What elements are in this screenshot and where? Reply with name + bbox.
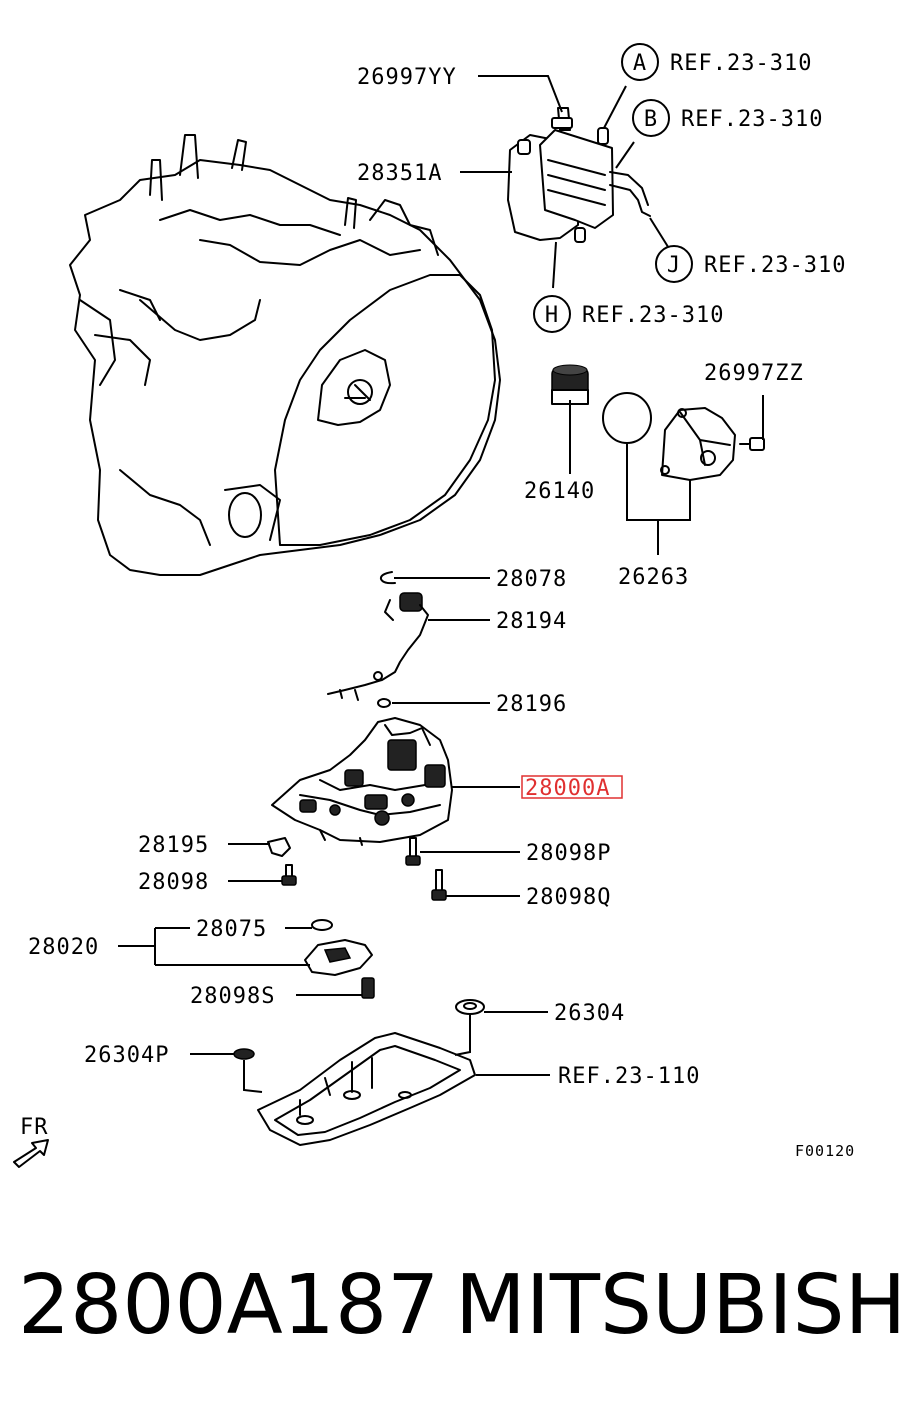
label-28098: 28098	[138, 870, 209, 895]
brand-caption: MITSUBISHI	[455, 1258, 909, 1353]
clip-28078	[379, 571, 396, 585]
label-28351a: 28351A	[357, 161, 442, 186]
label-26304p: 26304P	[84, 1043, 169, 1068]
ref-b-text: REF.23-310	[681, 107, 823, 132]
label-28098q: 28098Q	[526, 885, 611, 910]
bolt-26997zz	[739, 437, 765, 451]
drain-washer-26304	[455, 999, 485, 1015]
ref-j: J REF.23-310	[655, 245, 846, 283]
label-28098p: 28098P	[526, 841, 611, 866]
label-28020: 28020	[28, 935, 99, 960]
ref-b-letter: B	[644, 107, 658, 132]
valve-body-28000a	[271, 717, 453, 846]
harness-28194	[327, 592, 429, 701]
label-26140: 26140	[524, 479, 595, 504]
label-26304: 26304	[554, 1001, 625, 1026]
o-ring-28075	[311, 919, 333, 931]
label-28194: 28194	[496, 609, 567, 634]
filter-housing	[660, 407, 736, 481]
label-28000a: 28000A	[525, 776, 610, 801]
strainer-28020	[304, 939, 373, 976]
o-ring-28196	[377, 698, 391, 708]
arrow-icon	[13, 1139, 49, 1168]
oil-cooler	[507, 127, 651, 243]
figure-code: F00120	[795, 1142, 855, 1160]
front-direction-indicator: FR	[13, 1115, 49, 1168]
seal-ring-26263	[602, 392, 652, 444]
label-26997yy: 26997YY	[357, 65, 457, 90]
direction-label: FR	[20, 1115, 49, 1140]
ref-h: H REF.23-310	[533, 295, 724, 333]
label-28196: 28196	[496, 692, 567, 717]
transmission-housing	[69, 134, 501, 576]
parts-diagram: A REF.23-310 B REF.23-310 J REF.23-310 H…	[13, 43, 855, 1168]
ref-h-letter: H	[545, 303, 559, 328]
label-28195: 28195	[138, 833, 209, 858]
ref-j-text: REF.23-310	[704, 253, 846, 278]
ref-a: A REF.23-310	[621, 43, 812, 81]
ref-a-text: REF.23-310	[670, 51, 812, 76]
part-number-caption: 2800A187	[18, 1258, 440, 1353]
label-26263: 26263	[618, 565, 689, 590]
bolt-28098p	[405, 837, 421, 866]
label-28075: 28075	[196, 917, 267, 942]
ref-h-text: REF.23-310	[582, 303, 724, 328]
ref-j-letter: J	[667, 253, 681, 278]
bracket-28195	[267, 837, 291, 857]
bolt-28098s	[361, 977, 375, 999]
leader-lines	[118, 75, 764, 1093]
label-28098s: 28098S	[190, 984, 275, 1009]
bolt-26997yy	[551, 107, 573, 131]
ref-b: B REF.23-310	[632, 99, 823, 137]
ref-a-letter: A	[633, 51, 647, 76]
label-ref-pan: REF.23-110	[558, 1064, 700, 1089]
bolt-28098	[281, 864, 297, 886]
filter-26140	[551, 364, 589, 405]
label-26997zz: 26997ZZ	[704, 361, 804, 386]
highlight-box	[521, 775, 623, 799]
oil-pan	[257, 1032, 476, 1146]
plug-26304p	[233, 1048, 255, 1060]
bolt-28098q	[431, 869, 447, 901]
label-28078: 28078	[496, 567, 567, 592]
